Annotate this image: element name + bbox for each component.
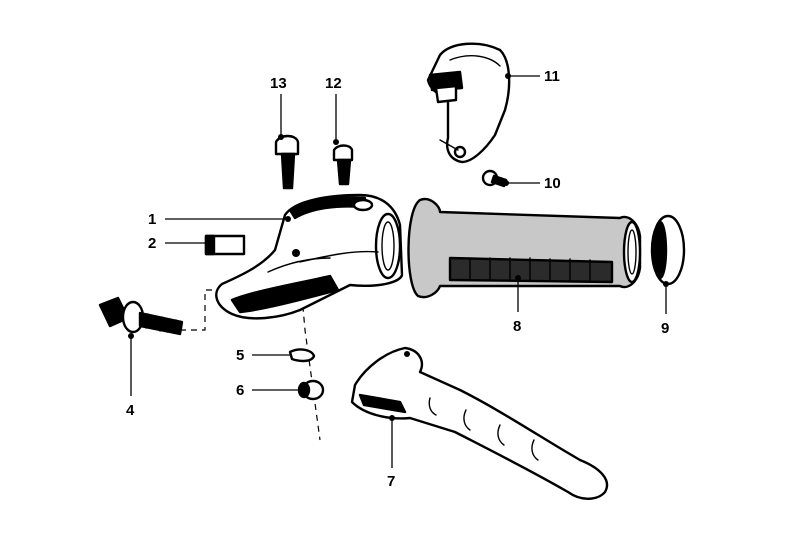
callout-12: 12 [325, 75, 342, 145]
svg-text:8: 8 [513, 318, 521, 335]
part-switch-housing[interactable] [426, 42, 511, 164]
callout-5: 5 [236, 347, 290, 364]
assembly-axis-lines [180, 239, 321, 441]
part-screw-12[interactable] [332, 144, 354, 186]
svg-text:4: 4 [126, 402, 135, 419]
callout-10: 10 [503, 175, 561, 192]
part-adjuster-screw[interactable] [98, 296, 184, 336]
callout-13: 13 [270, 75, 287, 140]
svg-text:10: 10 [544, 175, 561, 192]
part-lever-bracket[interactable] [215, 193, 404, 320]
part-pin-block[interactable] [204, 234, 246, 256]
svg-text:7: 7 [387, 473, 395, 490]
svg-text:11: 11 [544, 68, 560, 85]
svg-text:12: 12 [325, 75, 342, 92]
part-hand-lever[interactable] [350, 346, 609, 500]
callout-4: 4 [126, 333, 135, 419]
part-clip[interactable] [288, 348, 316, 363]
part-end-cap[interactable] [650, 214, 686, 286]
callout-8: 8 [513, 275, 521, 335]
part-bolt-13[interactable] [274, 134, 300, 190]
part-small-screw[interactable] [481, 169, 508, 188]
callout-1: 1 [148, 211, 291, 228]
callout-9: 9 [661, 281, 669, 337]
callout-2: 2 [148, 235, 206, 252]
svg-text:9: 9 [661, 320, 669, 337]
callout-11: 11 [505, 68, 560, 85]
callout-6: 6 [236, 382, 306, 399]
svg-text:13: 13 [270, 75, 287, 92]
svg-text:6: 6 [236, 382, 244, 399]
svg-text:5: 5 [236, 347, 244, 364]
callout-7: 7 [387, 415, 395, 490]
svg-text:2: 2 [148, 235, 156, 252]
svg-text:1: 1 [148, 211, 156, 228]
part-hand-grip[interactable] [407, 197, 642, 299]
